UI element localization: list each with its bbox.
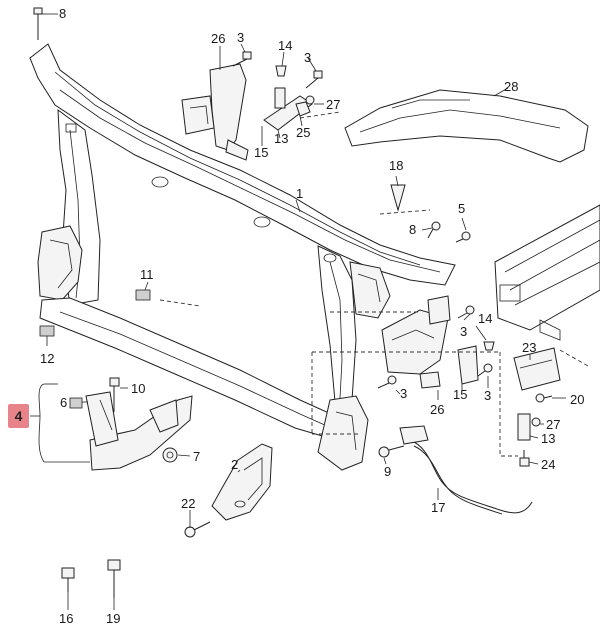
callout-3-right-c: 3 <box>484 388 492 403</box>
callout-3-top-a: 3 <box>237 30 245 45</box>
lower-mount-bracket <box>211 443 273 521</box>
assembly-lines <box>159 111 589 457</box>
callout-23: 23 <box>522 340 537 355</box>
callout-12: 12 <box>40 351 55 366</box>
callout-13-top: 13 <box>274 131 289 146</box>
callout-26-top: 26 <box>211 31 226 46</box>
callout-11: 11 <box>140 267 154 282</box>
cable <box>399 425 533 515</box>
callout-7: 7 <box>193 449 201 464</box>
callout-26-right: 26 <box>430 402 445 417</box>
callout-27-top: 27 <box>326 97 341 112</box>
callout-28: 28 <box>504 79 519 94</box>
highlighted-part-4-callout[interactable]: 4 <box>8 404 29 428</box>
latch-bracket-right <box>457 345 479 385</box>
callout-3-top-b: 3 <box>304 50 312 65</box>
callout-15-top: 15 <box>254 145 269 160</box>
callout-8-mid: 8 <box>409 222 417 237</box>
callout-1: 1 <box>296 186 304 201</box>
callout-5: 5 <box>458 201 466 216</box>
upper-bracket-left <box>181 63 249 161</box>
callout-20: 20 <box>570 392 585 407</box>
sensor-bracket <box>513 347 561 441</box>
callout-13-right: 13 <box>541 431 556 446</box>
callout-8-top: 8 <box>59 6 67 21</box>
callout-17: 17 <box>431 500 446 515</box>
callout-15-right: 15 <box>453 387 468 402</box>
callout-3-right-a: 3 <box>460 324 468 339</box>
callout-18: 18 <box>389 158 404 173</box>
leader-lines <box>30 13 566 610</box>
callout-27-right: 27 <box>546 417 561 432</box>
callout-3-right-b: 3 <box>400 386 408 401</box>
upper-bracket-right <box>381 295 451 389</box>
callout-10: 10 <box>131 381 146 396</box>
callout-22: 22 <box>181 496 196 511</box>
callout-16: 16 <box>59 611 74 626</box>
callout-25: 25 <box>296 125 311 140</box>
callout-24: 24 <box>541 457 556 472</box>
lower-bracket-assembly <box>85 391 193 471</box>
side-member <box>494 204 600 341</box>
callout-14-right: 14 <box>478 311 493 326</box>
air-guide <box>344 89 589 163</box>
callout-9: 9 <box>384 464 392 479</box>
callout-19: 19 <box>106 611 121 626</box>
lock-carrier <box>29 43 456 471</box>
callout-2: 2 <box>231 457 239 472</box>
callout-14-top: 14 <box>278 38 293 53</box>
callout-6: 6 <box>60 395 68 410</box>
